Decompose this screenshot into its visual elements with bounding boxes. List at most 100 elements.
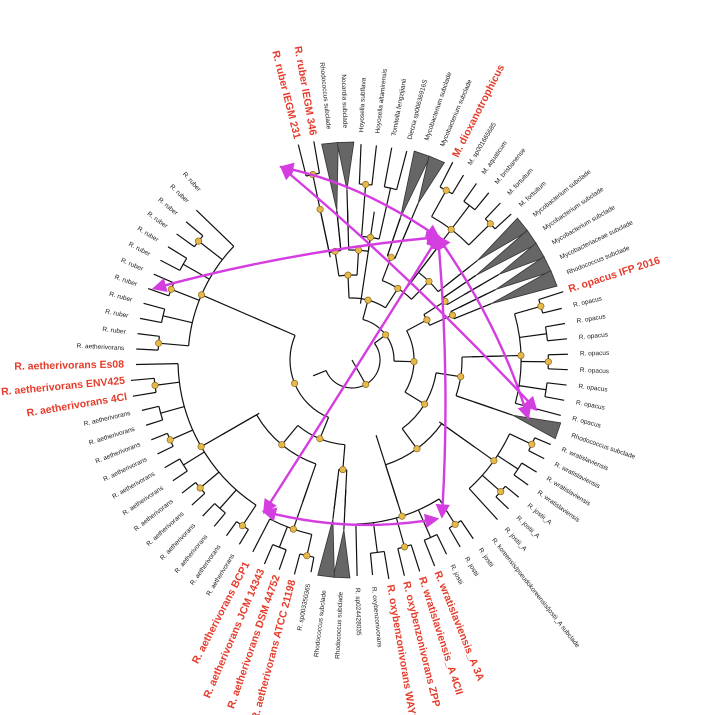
- taxon-label: R. opacus: [580, 367, 610, 375]
- bootstrap-node: [195, 237, 203, 245]
- leaf-branch: [136, 362, 179, 366]
- leaf-branch: [213, 512, 226, 527]
- leaf-branch: [513, 474, 529, 486]
- leaf-branch: [448, 527, 461, 548]
- bootstrap-node: [447, 225, 455, 233]
- backbone-branch: [281, 425, 299, 446]
- leaf-branch: [484, 202, 501, 220]
- backbone-branch: [384, 464, 399, 504]
- taxon-label: R. ruber: [127, 241, 152, 258]
- taxon-label: R. koreensis/pseudokoreensis/jostii_A su…: [490, 537, 581, 649]
- collapsed-clade-triangle: [317, 518, 335, 578]
- taxon-label: R. jostii_A: [526, 502, 554, 526]
- leaf-branch: [157, 445, 174, 455]
- taxon-label: R. aetherivorans: [88, 426, 136, 447]
- highlighted-taxon-label: R. opacus IFP 2016: [567, 254, 662, 295]
- leaf-branch: [544, 396, 565, 401]
- backbone-branch: [455, 395, 495, 410]
- bootstrap-node: [151, 381, 159, 389]
- internal-branch: [306, 534, 313, 556]
- leaf-branch: [397, 548, 405, 576]
- clade-arc: [188, 245, 235, 346]
- taxon-label: R. aetherivorans: [76, 343, 125, 352]
- leaf-branch: [145, 419, 163, 426]
- bootstrap-node: [278, 441, 286, 449]
- tree-branches: [130, 141, 568, 580]
- internal-branch: [241, 504, 257, 526]
- collapsed-clade-triangle: [512, 414, 562, 440]
- taxon-label: R. opacus: [573, 295, 604, 309]
- backbone-branch: [302, 463, 317, 502]
- taxon-label: R. jostii_A: [503, 526, 528, 553]
- internal-branch: [198, 240, 223, 261]
- backbone-branch: [342, 444, 346, 470]
- bootstrap-node: [155, 339, 163, 347]
- taxon-label: R. sp024428035: [354, 588, 362, 636]
- bootstrap-node: [398, 512, 406, 520]
- leaf-branch: [463, 183, 477, 202]
- leaf-branch: [176, 233, 195, 248]
- leaf-branch: [313, 141, 320, 174]
- taxon-label: Mycobacterium subclade: [542, 186, 606, 233]
- internal-branch: [154, 381, 180, 386]
- internal-branch: [518, 385, 547, 391]
- leaf-branch: [167, 246, 188, 259]
- leaf-branch: [130, 377, 155, 382]
- taxon-label: Rhodococcus subclade: [318, 62, 332, 130]
- internal-branch: [514, 305, 542, 315]
- leaf-branch: [252, 518, 271, 553]
- bootstrap-node: [421, 400, 429, 408]
- bootstrap-node: [344, 271, 352, 279]
- bootstrap-node: [413, 445, 421, 453]
- taxon-label: R. opacus: [579, 331, 610, 341]
- internal-branch: [171, 288, 200, 301]
- bootstrap-node: [197, 291, 205, 299]
- leaf-branch: [515, 402, 561, 416]
- bootstrap-node: [382, 331, 390, 339]
- bootstrap-node: [291, 379, 299, 387]
- backbone-branch: [461, 355, 502, 358]
- taxon-label: Nocardia subclade: [340, 74, 349, 128]
- internal-branch: [450, 205, 470, 230]
- leaf-branch: [468, 488, 498, 521]
- backbone-branch: [356, 250, 360, 276]
- internal-branch: [417, 509, 432, 538]
- internal-branch: [160, 406, 185, 414]
- taxon-label: R. ruber: [108, 291, 133, 304]
- bootstrap-node: [486, 220, 494, 228]
- bootstrap-node: [387, 253, 395, 261]
- internal-branch: [361, 184, 367, 237]
- leaf-branch: [141, 405, 160, 411]
- leaf-branch: [547, 338, 568, 342]
- collapsed-clade-triangle: [332, 529, 351, 579]
- bootstrap-node: [289, 525, 297, 533]
- bootstrap-node: [544, 358, 552, 366]
- taxon-label: R. ruber: [146, 211, 170, 231]
- leaf-branch: [143, 302, 165, 310]
- backbone-arc: [325, 342, 381, 389]
- transfer-arrow-opacus-to-wrat: [261, 507, 440, 528]
- leaf-branch: [238, 529, 249, 545]
- internal-branch: [183, 451, 205, 466]
- leaf-branch: [545, 322, 565, 328]
- internal-branch: [481, 474, 502, 493]
- bootstrap-node: [410, 358, 418, 366]
- highlighted-taxon-label: R. aetherivorans Es08: [14, 358, 124, 372]
- taxon-label: Tomitella fengzijianii: [391, 78, 409, 136]
- bootstrap-node: [517, 351, 525, 359]
- leaf-branch: [542, 307, 562, 314]
- taxon-label: Hoyosella subflava: [358, 77, 367, 132]
- taxon-label: R. ruber: [136, 225, 160, 244]
- leaf-branch: [534, 437, 551, 446]
- leaf-branch: [160, 259, 181, 271]
- internal-branch: [169, 429, 193, 441]
- bootstrap-node: [362, 180, 370, 188]
- leaf-branch: [263, 544, 274, 565]
- internal-branch: [468, 223, 491, 246]
- bootstrap-node: [196, 484, 204, 492]
- taxon-label: R. sp003350365: [296, 583, 312, 632]
- leaf-branch: [137, 333, 160, 337]
- internal-branch: [519, 333, 547, 339]
- collapsed-clade-triangle: [336, 141, 355, 191]
